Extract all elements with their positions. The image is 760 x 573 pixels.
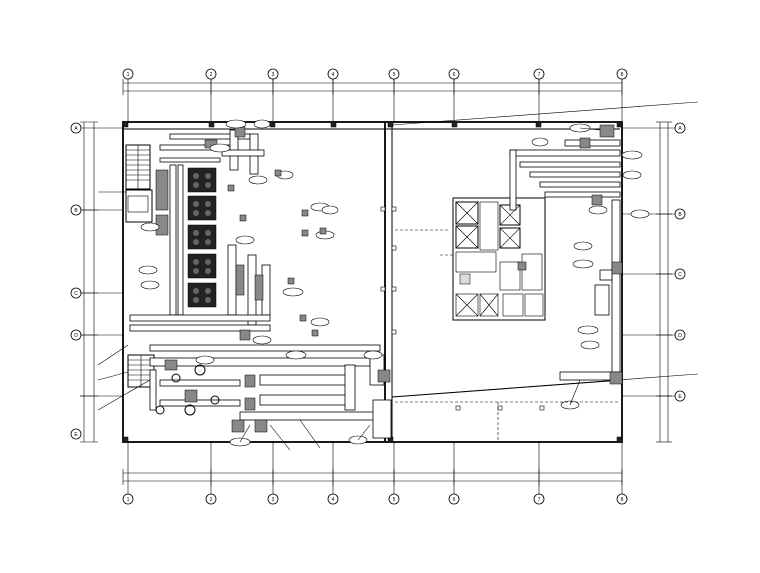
equipment-tags-left bbox=[138, 119, 383, 447]
svg-text:5: 5 bbox=[393, 72, 396, 78]
svg-text:D: D bbox=[74, 333, 78, 339]
diffusers-left bbox=[227, 169, 327, 337]
axis-bubbles-bottom: 1 2 3 4 5 6 7 8 bbox=[122, 493, 628, 505]
svg-text:E: E bbox=[74, 432, 78, 438]
svg-text:B: B bbox=[678, 212, 682, 218]
svg-text:3: 3 bbox=[272, 497, 275, 503]
building-walls bbox=[122, 101, 699, 443]
svg-text:1: 1 bbox=[127, 497, 130, 503]
svg-text:A: A bbox=[678, 126, 682, 132]
svg-text:4: 4 bbox=[332, 497, 335, 503]
svg-text:A: A bbox=[74, 126, 78, 132]
svg-text:E: E bbox=[678, 394, 682, 400]
svg-text:3: 3 bbox=[272, 72, 275, 78]
equipment-tags-right bbox=[531, 123, 650, 410]
svg-text:2: 2 bbox=[210, 497, 213, 503]
axis-leaders bbox=[80, 78, 675, 494]
svg-text:B: B bbox=[74, 208, 78, 214]
svg-text:C: C bbox=[678, 272, 682, 278]
svg-text:1: 1 bbox=[127, 72, 130, 78]
partitions bbox=[395, 229, 620, 440]
svg-text:7: 7 bbox=[538, 497, 541, 503]
axis-bubbles-left: A B C D E bbox=[70, 122, 82, 440]
svg-text:C: C bbox=[74, 291, 78, 297]
svg-text:2: 2 bbox=[210, 72, 213, 78]
svg-text:6: 6 bbox=[453, 497, 456, 503]
svg-text:D: D bbox=[678, 333, 682, 339]
axis-bubbles-right: A B C D E bbox=[674, 122, 686, 402]
core-right bbox=[452, 197, 546, 321]
svg-text:8: 8 bbox=[621, 497, 624, 503]
ducts-left-zone bbox=[129, 126, 392, 439]
leader-lines bbox=[97, 127, 601, 451]
svg-text:4: 4 bbox=[332, 72, 335, 78]
axis-bubbles-top: 1 2 3 4 5 6 7 8 bbox=[122, 68, 628, 80]
svg-text:8: 8 bbox=[621, 72, 624, 78]
svg-text:6: 6 bbox=[453, 72, 456, 78]
ahu-units bbox=[155, 167, 217, 308]
svg-text:5: 5 bbox=[393, 497, 396, 503]
svg-text:7: 7 bbox=[538, 72, 541, 78]
ducts-right-zone bbox=[509, 124, 623, 385]
